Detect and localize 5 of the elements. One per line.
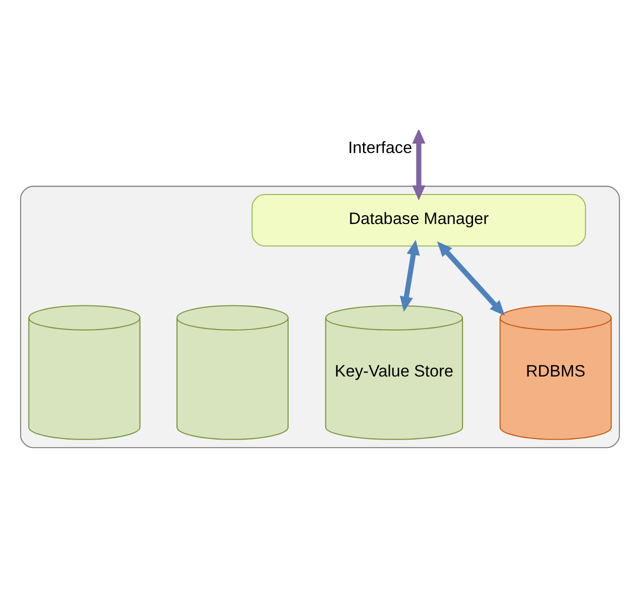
arrow: [412, 130, 426, 201]
node-box: Database Manager: [252, 194, 586, 246]
arrow: [437, 241, 505, 316]
edge-label: Interface: [348, 138, 412, 157]
arrow: [400, 240, 420, 312]
